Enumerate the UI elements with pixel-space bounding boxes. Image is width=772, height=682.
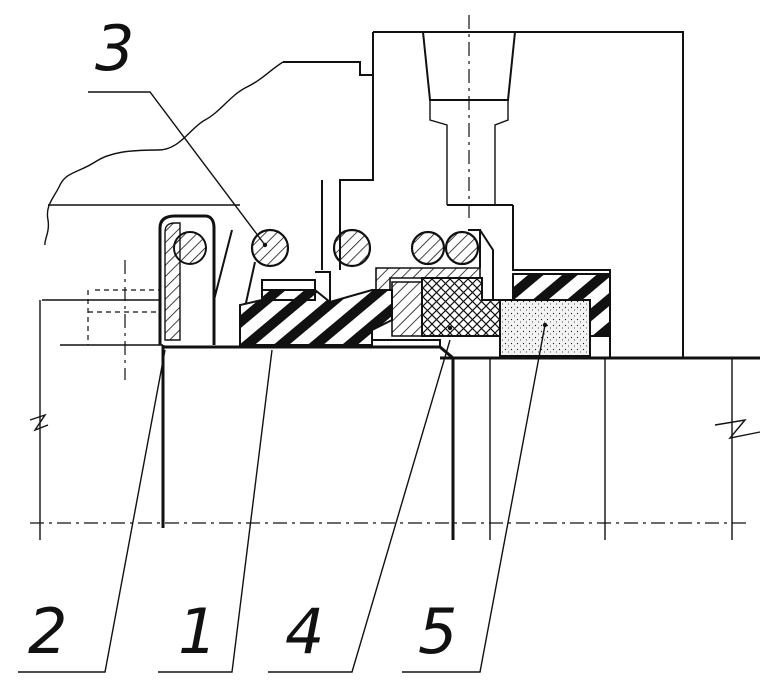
drilled-hole [422,15,516,220]
part-1-bellows [239,271,393,346]
part-2-retainer [158,214,216,345]
callout-3-label: 3 [95,12,134,85]
callout-2-label: 2 [28,595,67,668]
housing-broken-outline [44,61,374,270]
part-4-seat-ring [372,277,501,347]
hidden-bolt-lines [87,260,160,380]
callout-1-label: 1 [178,595,217,668]
callout-5-label: 5 [418,595,457,668]
leader-lines [18,91,548,673]
callout-4-label: 4 [285,595,324,668]
part-5-stationary-face [499,273,611,357]
